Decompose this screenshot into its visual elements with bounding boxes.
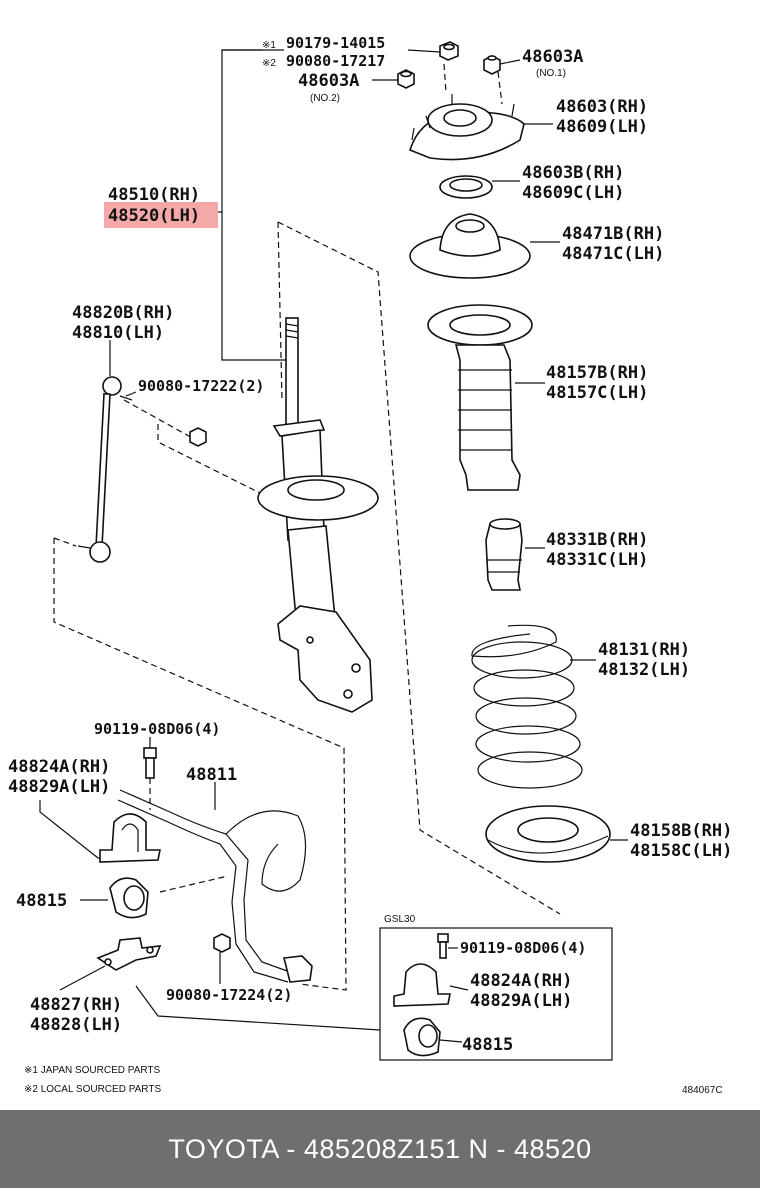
note-local-sourced: ※2 LOCAL SOURCED PARTS <box>24 1084 161 1095</box>
bracket-48824a-gsl30-icon <box>393 963 451 1007</box>
label-48603a-no2: 48603A <box>298 71 359 91</box>
stabilizer-bar-48811-icon <box>117 789 307 983</box>
label-48158b-rh: 48158B(RH) <box>630 821 732 841</box>
bolt-90119-icon <box>143 747 157 779</box>
label-48609-lh: 48609(LH) <box>556 117 648 137</box>
bolt-90119-gsl30-icon <box>437 933 449 959</box>
footer-part-number: TOYOTA - 485208Z151 N - 48520 <box>168 1133 592 1164</box>
bracket-48824a-icon <box>99 813 161 863</box>
stabilizer-bushing-end-icon <box>283 955 313 983</box>
label-48510-rh: 48510(RH) <box>108 185 200 205</box>
label-48828-lh: 48828(LH) <box>30 1015 122 1035</box>
label-48815: 48815 <box>16 891 67 911</box>
label-48603-rh: 48603(RH) <box>556 97 648 117</box>
label-48829a-lh-gsl30: 48829A(LH) <box>470 991 572 1011</box>
label-90119-08d06-gsl30: 90119-08D06(4) <box>460 939 586 957</box>
diagram-code: 484067C <box>682 1085 723 1096</box>
label-48471b-rh: 48471B(RH) <box>562 224 664 244</box>
spring-insulator-48158-icon <box>485 805 611 863</box>
label-48157b-rh: 48157B(RH) <box>546 363 648 383</box>
label-gsl30: GSL30 <box>384 914 416 925</box>
bump-stop-48331-icon <box>485 518 523 591</box>
coil-spring-48131-icon <box>471 624 583 789</box>
label-48829a-lh: 48829A(LH) <box>8 777 110 797</box>
label-48131-rh: 48131(RH) <box>598 640 690 660</box>
note2-mark: ※2 <box>262 58 276 69</box>
label-48810-lh: 48810(LH) <box>72 323 164 343</box>
bearing-48609c-icon <box>439 175 493 199</box>
footer-bar: TOYOTA - 485208Z151 N - 48520 <box>0 1110 760 1188</box>
nut-90179-icon <box>439 41 459 61</box>
label-90119-08d06: 90119-08D06(4) <box>94 720 220 738</box>
leader-lines <box>39 49 628 1043</box>
label-48331b-rh: 48331B(RH) <box>546 530 648 550</box>
note-japan-sourced: ※1 JAPAN SOURCED PARTS <box>24 1065 161 1076</box>
label-48815-gsl30: 48815 <box>462 1035 513 1055</box>
label-48132-lh: 48132(LH) <box>598 660 690 680</box>
stabilizer-link-48810-icon <box>77 376 133 563</box>
label-90080-17217: 90080-17217 <box>286 52 385 70</box>
parts-diagram: ※1 90179-14015 ※2 90080-17217 48603A (NO… <box>8 34 732 1096</box>
shock-absorber-48520-icon <box>257 317 379 713</box>
label-90080-17224: 90080-17224(2) <box>166 986 292 1004</box>
label-48824a-rh-gsl30: 48824A(RH) <box>470 971 572 991</box>
nut-90080-17224-icon <box>213 933 231 953</box>
label-48824a-rh: 48824A(RH) <box>8 757 110 777</box>
label-48820b-rh: 48820B(RH) <box>72 303 174 323</box>
label-90179-14015: 90179-14015 <box>286 34 385 52</box>
highlight-48520 <box>104 202 218 228</box>
gsl30-inset-box <box>379 927 613 1061</box>
bracket-48827-icon <box>96 937 162 971</box>
bushing-48815-icon <box>109 877 149 919</box>
label-no1: (NO.1) <box>536 68 566 79</box>
part-labels: ※1 90179-14015 ※2 90080-17217 48603A (NO… <box>8 34 732 1096</box>
bumper-boot-48157-icon <box>427 304 533 491</box>
label-90080-17222: 90080-17222(2) <box>138 377 264 395</box>
bushing-48815-gsl30-icon <box>403 1017 441 1057</box>
label-48603a-no1: 48603A <box>522 47 583 67</box>
label-48471c-lh: 48471C(LH) <box>562 244 664 264</box>
note1-mark: ※1 <box>262 40 276 51</box>
label-48827-rh: 48827(RH) <box>30 995 122 1015</box>
nut-48603a-no1-icon <box>483 55 501 75</box>
label-48811: 48811 <box>186 765 237 785</box>
label-48520-lh: 48520(LH) <box>108 206 200 226</box>
label-48158c-lh: 48158C(LH) <box>630 841 732 861</box>
nut-90080-17222-icon <box>189 427 207 447</box>
nut-48603a-no2-icon <box>397 69 415 89</box>
label-48609c-lh: 48609C(LH) <box>522 183 624 203</box>
dashed-assembly-lines <box>53 63 561 991</box>
spring-seat-48471-icon <box>409 213 531 279</box>
label-no2: (NO.2) <box>310 93 340 104</box>
label-48331c-lh: 48331C(LH) <box>546 550 648 570</box>
label-48603b-rh: 48603B(RH) <box>522 163 624 183</box>
label-48157c-lh: 48157C(LH) <box>546 383 648 403</box>
strut-mount-48603-icon <box>409 94 525 161</box>
